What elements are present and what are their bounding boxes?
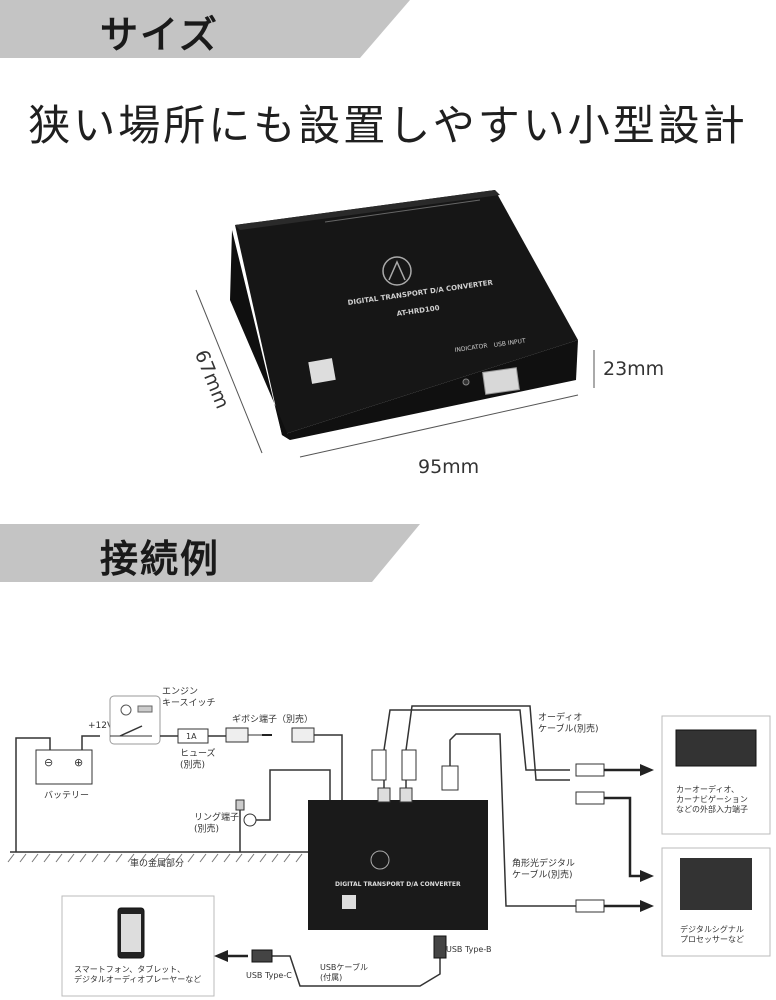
usb-port	[482, 367, 520, 395]
depth-line	[195, 289, 263, 454]
usb-input-label: USB INPUT	[493, 338, 526, 349]
phone-label: スマートフォン、タブレット、デジタルオーディオプレーヤーなど	[74, 964, 201, 984]
device-dimension-illustration: 67mm 95mm 23mm DIGITAL TRANSPORT D/A CON…	[190, 190, 664, 478]
ground-label: 車の金属部分	[130, 857, 184, 869]
brand-logo-icon	[382, 256, 412, 286]
fuse-label: ヒューズ(別売)	[180, 747, 216, 770]
width-line	[299, 394, 579, 458]
fuse-rating: 1A	[186, 732, 197, 741]
size-section-title-overlay: サイズ	[100, 13, 219, 57]
key-switch-icon	[109, 695, 161, 745]
usb-c-label: USB Type-C	[246, 971, 292, 980]
hires-badge	[308, 358, 336, 384]
usb-cable-label: USBケーブル(付属)	[320, 962, 368, 982]
gibosi-terminal-icon	[225, 727, 249, 743]
audio-cable-label: オーディオケーブル(別売)	[538, 711, 598, 734]
connection-section-title: 接続例	[100, 537, 221, 581]
indicator-label: INDICATOR	[454, 342, 488, 354]
diagram-device-name: DIGITAL TRANSPORT D/A CONVERTER	[335, 881, 461, 888]
optical-cable-label: 角形光デジタルケーブル(別売)	[512, 857, 575, 880]
connection-diagram: 車の金属部分 ⊖ ⊕ バッテリー +12V エンジンキースイッチ 1A ヒューズ…	[7, 687, 771, 997]
ring-terminal-label: リング端子(別売)	[194, 811, 239, 834]
indicator-led	[462, 378, 470, 386]
height-label: 23mm	[603, 358, 664, 380]
width-label: 95mm	[418, 456, 479, 478]
svg-text:⊕: ⊕	[74, 756, 83, 769]
ring-terminal-icon	[243, 813, 257, 827]
dsp-label: デジタルシグナルプロセッサーなど	[680, 924, 744, 944]
device-front	[282, 340, 578, 440]
size-headline: 狭い場所にも設置しやすい小型設計	[28, 101, 748, 150]
depth-label: 67mm	[190, 347, 233, 412]
svg-text:⊖: ⊖	[44, 756, 53, 769]
gibosi-label: ギボシ端子（別売）	[232, 713, 313, 725]
voltage-label: +12V	[88, 721, 114, 731]
size-banner-shape	[0, 0, 410, 58]
car-audio-label: カーオーディオ、カーナビゲーションなどの外部入力端子	[676, 784, 748, 814]
battery-icon	[35, 749, 93, 785]
usb-b-label: USB Type-B	[446, 945, 491, 954]
engine-switch-label: エンジンキースイッチ	[162, 687, 216, 708]
diagram-device	[308, 800, 488, 930]
battery-label: バッテリー	[44, 790, 89, 801]
connection-banner-shape	[0, 524, 420, 582]
